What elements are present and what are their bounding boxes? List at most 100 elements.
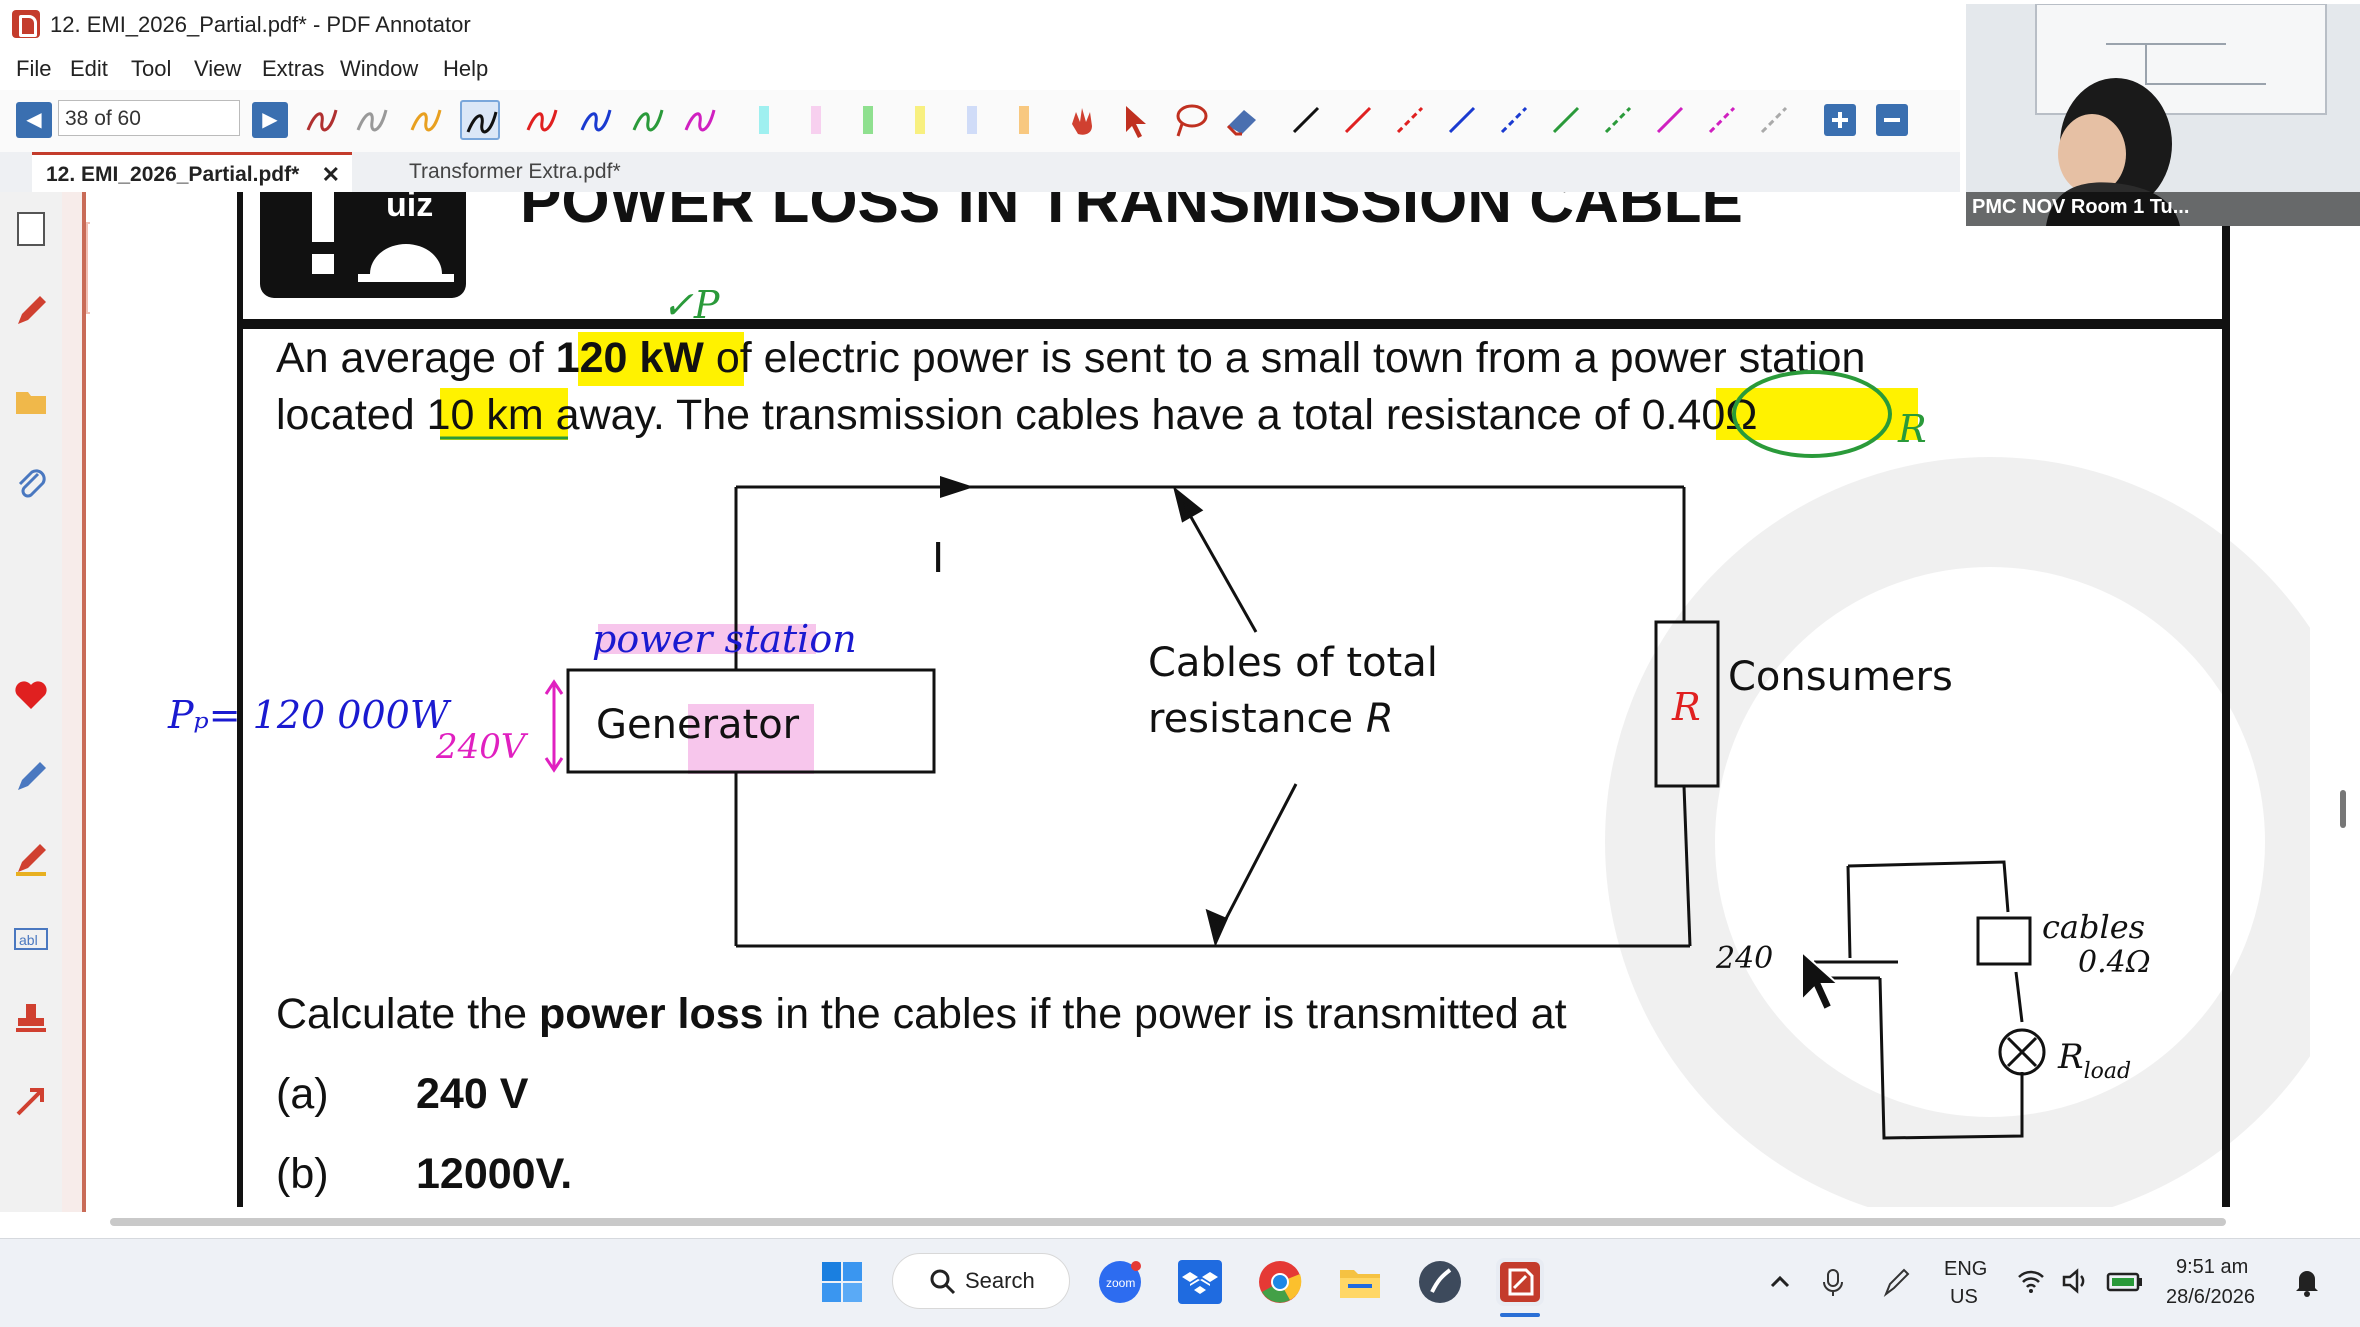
clock-time[interactable]: 9:51 am: [2176, 1256, 2249, 1278]
pen-orange-tool[interactable]: [406, 100, 446, 140]
menu-extras[interactable]: Extras: [262, 56, 325, 81]
keyboard-layout-indicator[interactable]: US: [1950, 1286, 1978, 1308]
pen-blue-tool[interactable]: [576, 100, 616, 140]
generator-box: [566, 668, 936, 774]
paragraph-line-2: located 10 km away. The transmission cab…: [276, 391, 1757, 439]
zoom-in-icon[interactable]: [1820, 100, 1860, 140]
ink-240-small: 240: [1715, 941, 1773, 976]
svg-text:zoom: zoom: [1106, 1276, 1135, 1290]
ink-r-label: R: [1897, 407, 1927, 451]
pointer-arrow-icon[interactable]: [1116, 100, 1156, 140]
eraser-icon[interactable]: [1222, 100, 1262, 140]
highlighter-cyan-tool[interactable]: [744, 100, 784, 140]
menu-bar: File Edit Tool View Extras Window Help: [0, 52, 1960, 88]
pen-gray-tool[interactable]: [352, 100, 392, 140]
line-blue-tool[interactable]: [1442, 100, 1482, 140]
quiz-icon-text: uiz: [386, 192, 433, 224]
highlighter-yellow-tool[interactable]: [900, 100, 940, 140]
horizontal-scrollbar[interactable]: [110, 1218, 2226, 1226]
tab-label: 12. EMI_2026_Partial.pdf*: [46, 163, 300, 186]
generator-label: Generator: [596, 702, 800, 748]
line-magenta-dashed-tool[interactable]: [1702, 100, 1742, 140]
line-red-dashed-tool[interactable]: [1390, 100, 1430, 140]
chrome-icon[interactable]: [1256, 1258, 1304, 1306]
next-page-button[interactable]: ▶: [252, 102, 288, 138]
language-indicator[interactable]: ENG: [1944, 1258, 1988, 1280]
highlight-generator: [688, 704, 814, 774]
page-icon[interactable]: [12, 210, 50, 248]
highlighter-green-tool[interactable]: [848, 100, 888, 140]
pen-magenta-tool[interactable]: [680, 100, 720, 140]
microphone-icon[interactable]: [1816, 1264, 1852, 1300]
current-arrowhead: [940, 476, 974, 498]
thumbnail-panel-edge[interactable]: [62, 192, 86, 1212]
highlighter-icon[interactable]: [12, 840, 50, 878]
highlighter-pink-tool[interactable]: [796, 100, 836, 140]
cable-arrowhead-up: [1172, 486, 1204, 523]
pen-green-tool[interactable]: [628, 100, 668, 140]
zoom-out-icon[interactable]: [1872, 100, 1912, 140]
menu-view[interactable]: View: [194, 56, 242, 81]
document-page[interactable]: uiz POWER LOSS IN TRANSMISSION CABLE An …: [90, 192, 2310, 1207]
hand-icon[interactable]: [1062, 100, 1102, 140]
notification-bell-icon[interactable]: [2290, 1264, 2324, 1298]
consumer-resistor: [1654, 620, 1720, 788]
cables-label-line-2: resistance R: [1148, 696, 1394, 742]
line-gray-dashed-tool[interactable]: [1754, 100, 1794, 140]
ink-cables-note: cables: [2042, 908, 2145, 946]
line-green-dashed-tool[interactable]: [1598, 100, 1638, 140]
wifi-icon[interactable]: [2016, 1266, 2046, 1296]
line-green-tool[interactable]: [1546, 100, 1586, 140]
watermark-logo: [1605, 457, 2310, 1207]
stamp-icon[interactable]: [12, 1000, 50, 1038]
part-b-label: (b): [276, 1150, 329, 1198]
pen-dark-red-tool[interactable]: [302, 100, 342, 140]
speaker-icon[interactable]: [2060, 1266, 2090, 1296]
pen-icon[interactable]: [12, 292, 50, 330]
line-magenta-tool[interactable]: [1650, 100, 1690, 140]
lasso-icon[interactable]: [1170, 100, 1210, 140]
arrow-tool-icon[interactable]: [12, 1082, 50, 1120]
quicktime-app-icon[interactable]: [1416, 1258, 1464, 1306]
file-explorer-icon[interactable]: [1336, 1258, 1384, 1306]
pen-black-tool-selected[interactable]: [460, 100, 500, 140]
line-red-tool[interactable]: [1338, 100, 1378, 140]
ink-pp-equation: Pₚ= 120 000W: [167, 693, 452, 737]
pen-red-tool[interactable]: [522, 100, 562, 140]
pen-tray-icon[interactable]: [1878, 1264, 1914, 1300]
tab-transformer-extra[interactable]: Transformer Extra.pdf*: [409, 160, 621, 183]
battery-icon[interactable]: [2106, 1266, 2144, 1296]
pdf-annotator-taskbar-icon[interactable]: [1496, 1258, 1544, 1306]
menu-file[interactable]: File: [16, 56, 52, 81]
taskbar-search[interactable]: Search: [892, 1253, 1070, 1309]
pdf-annotator-app-icon: [12, 10, 40, 38]
text-box-icon[interactable]: abl: [12, 920, 50, 958]
folder-icon[interactable]: [12, 382, 50, 420]
part-a-label: (a): [276, 1070, 329, 1118]
highlight-10km: [440, 388, 568, 440]
menu-tool[interactable]: Tool: [131, 56, 172, 81]
menu-help[interactable]: Help: [443, 56, 489, 81]
menu-window[interactable]: Window: [340, 56, 419, 81]
chevron-up-icon[interactable]: [1764, 1266, 1796, 1298]
tab-emi-2026-partial[interactable]: 12. EMI_2026_Partial.pdf* ✕: [32, 152, 352, 192]
paperclip-icon[interactable]: [12, 464, 50, 502]
handwritten-annotations: ✓P R power station Pₚ= 120 000W 240V R 2…: [167, 283, 2151, 1140]
cables-label-line-1: Cables of total: [1148, 640, 1438, 686]
clock-date[interactable]: 28/6/2026: [2166, 1286, 2255, 1308]
marker-pen-icon[interactable]: [12, 758, 50, 796]
vertical-scrollbar-thumb[interactable]: [2340, 790, 2346, 828]
line-blue-dashed-tool[interactable]: [1494, 100, 1534, 140]
heart-icon[interactable]: [12, 676, 50, 714]
dropbox-icon[interactable]: [1176, 1258, 1224, 1306]
close-tab-icon[interactable]: ✕: [321, 162, 340, 187]
menu-edit[interactable]: Edit: [70, 56, 108, 81]
highlighter-lightblue-tool[interactable]: [952, 100, 992, 140]
line-black-tool[interactable]: [1286, 100, 1326, 140]
page-number-input[interactable]: 38 of 60: [58, 100, 240, 136]
previous-page-button[interactable]: ◀: [16, 102, 52, 138]
highlighter-orange-tool[interactable]: [1004, 100, 1044, 140]
windows-start-icon[interactable]: [818, 1258, 866, 1306]
zoom-app-icon[interactable]: zoom: [1096, 1258, 1144, 1306]
svg-text:abl: abl: [19, 932, 38, 948]
